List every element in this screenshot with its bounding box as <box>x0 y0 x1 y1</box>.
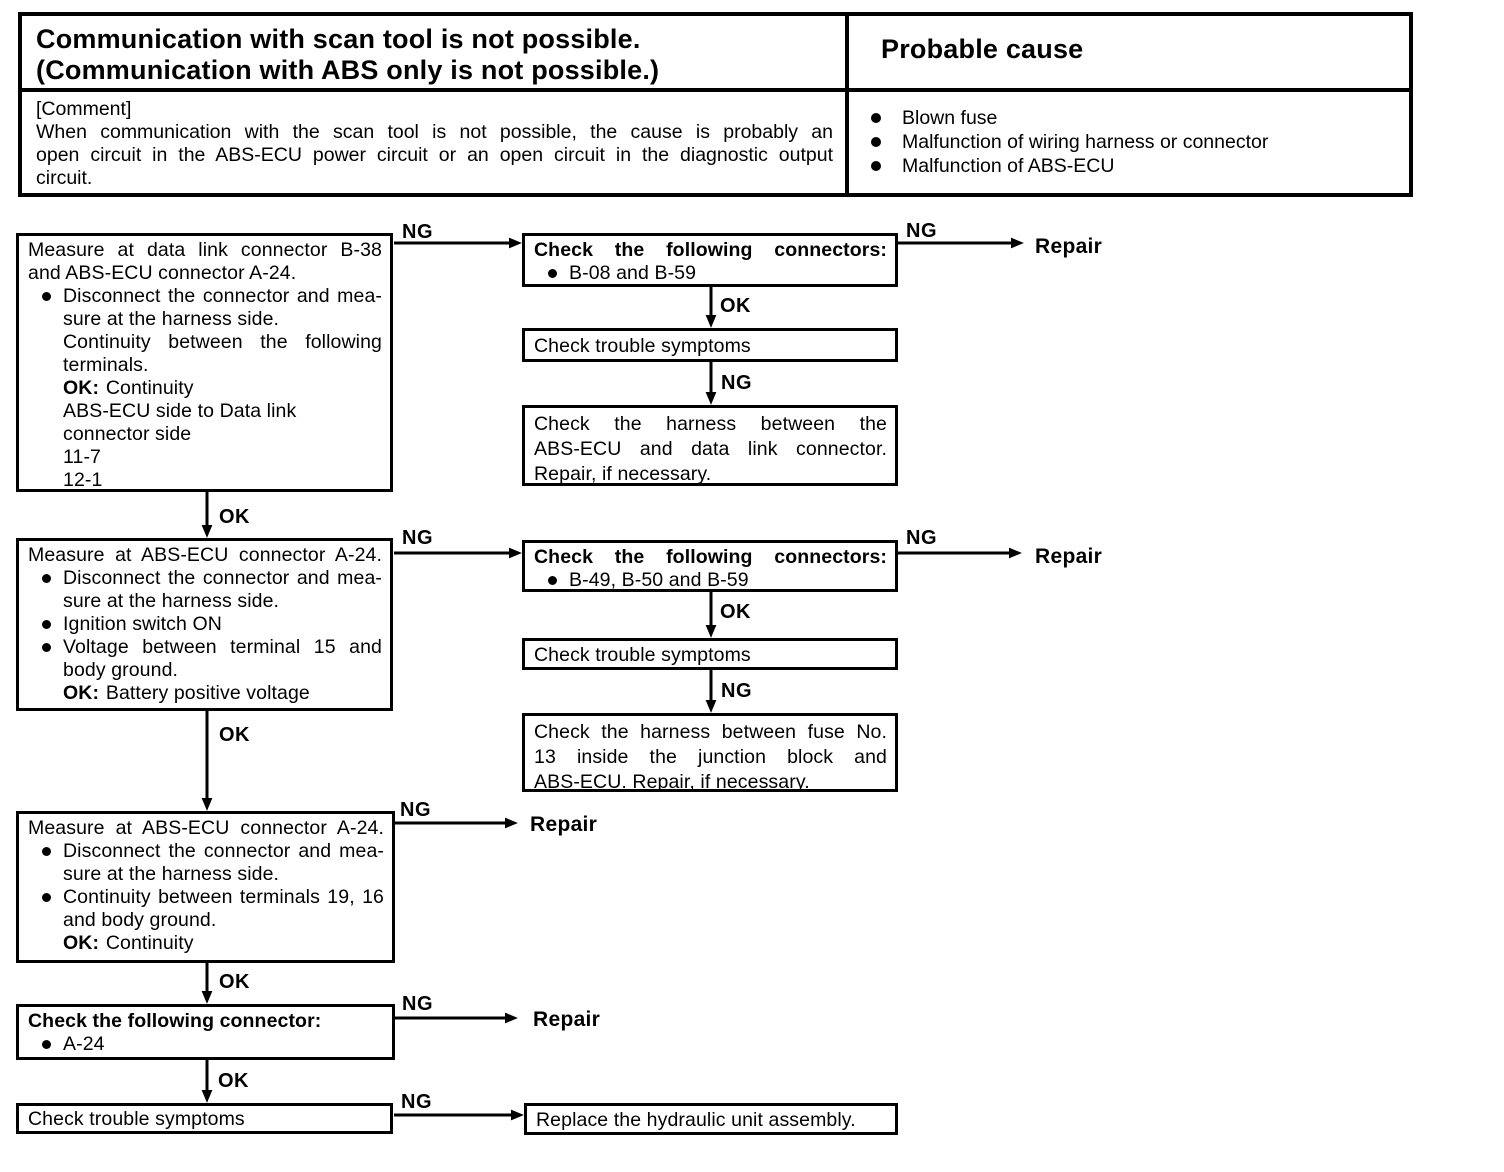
ng-label: NG <box>400 799 431 821</box>
bullet-icon <box>42 620 51 629</box>
repair-label: Repair <box>1035 235 1103 258</box>
probable-cause-header-cell: Probable cause <box>849 16 1409 88</box>
ok-condition: OK:Battery positive voltage <box>63 682 310 704</box>
comment-line: circuit. <box>36 167 93 189</box>
check-connector3-bullet: A-24 <box>63 1033 105 1055</box>
problem-header-table: Communication with scan tool is not poss… <box>18 12 1413 197</box>
bullet-icon <box>871 113 881 123</box>
check-trouble1-box: Check trouble symptoms <box>522 328 898 362</box>
check-trouble3-box: Check trouble symptoms <box>16 1103 393 1134</box>
check-connector3-title: Check the following connector: <box>28 1010 322 1032</box>
check-connector3-box: Check the following connector: A-24 <box>16 1004 395 1060</box>
probable-causes-cell: Blown fuse Malfunction of wiring harness… <box>849 92 1409 193</box>
step2-bullet: Voltage between terminal 15 and body gro… <box>63 636 382 704</box>
ng-label: NG <box>401 1091 432 1113</box>
step2-bullet: Disconnect the connector and mea- sure a… <box>63 567 382 612</box>
bullet-icon <box>42 1040 51 1049</box>
comment-line: open circuit in the ABS-ECU power circui… <box>36 144 833 166</box>
ok-label: OK <box>219 724 250 746</box>
ng-label: NG <box>402 221 433 243</box>
problem-title-line2: (Communication with ABS only is not poss… <box>36 55 660 85</box>
ng-label: NG <box>906 220 937 242</box>
comment-cell: [Comment] When communication with the sc… <box>22 92 845 193</box>
check-connectors1-box: Check the following connectors: B-08 and… <box>522 233 898 287</box>
table-vertical-divider <box>845 16 849 193</box>
bullet-icon <box>871 161 881 171</box>
probable-cause-item: Malfunction of wiring harness or connect… <box>849 130 1409 154</box>
probable-cause-title: Probable cause <box>881 34 1084 64</box>
step1-box: Measure at data link connector B-38 and … <box>16 233 393 492</box>
step3-bullet: Disconnect the connector and mea- sure a… <box>63 840 384 885</box>
ok-condition: OK:Continuity <box>63 377 194 399</box>
bullet-icon <box>871 137 881 147</box>
step2-bullet: Ignition switch ON <box>63 613 222 635</box>
bullet-icon <box>42 292 51 301</box>
comment-label: [Comment] <box>36 98 132 120</box>
table-horizontal-divider <box>22 88 1409 92</box>
check-connectors2-box: Check the following connectors: B-49, B-… <box>522 540 898 592</box>
step1-title: Measure at data link connector B-38 <box>28 239 382 261</box>
harness-datalink-box: Check the harness between the ABS-ECU an… <box>522 405 898 486</box>
ng-label: NG <box>721 372 752 394</box>
ng-label: NG <box>721 680 752 702</box>
check-connectors2-title: Check the following connectors: <box>534 546 887 568</box>
replace-unit-box: Replace the hydraulic unit assembly. <box>524 1103 898 1135</box>
comment-line: When communication with the scan tool is… <box>36 121 833 143</box>
bullet-icon <box>548 269 557 278</box>
ng-label: NG <box>906 527 937 549</box>
probable-cause-item: Blown fuse <box>849 106 1409 130</box>
check-connectors1-bullet: B-08 and B-59 <box>569 262 697 284</box>
check-connectors2-bullet: B-49, B-50 and B-59 <box>569 569 749 591</box>
repair-label: Repair <box>533 1008 601 1031</box>
step2-box: Measure at ABS-ECU connector A-24. Disco… <box>16 538 393 711</box>
ok-label: OK <box>219 506 250 528</box>
step1-title: and ABS-ECU connector A-24. <box>28 262 297 284</box>
check-trouble2-box: Check trouble symptoms <box>522 638 898 670</box>
step1-bullet: Disconnect the connector and mea- sure a… <box>63 285 382 491</box>
step3-title: Measure at ABS-ECU connector A-24. <box>28 817 384 839</box>
ok-label: OK <box>219 971 250 993</box>
ng-label: NG <box>402 993 433 1015</box>
ok-label: OK <box>720 601 751 623</box>
bullet-icon <box>42 847 51 856</box>
repair-label: Repair <box>530 813 598 836</box>
step3-bullet: Continuity between terminals 19, 16 and … <box>63 886 384 954</box>
bullet-icon <box>42 643 51 652</box>
ok-label: OK <box>720 295 751 317</box>
repair-label: Repair <box>1035 545 1103 568</box>
ng-label: NG <box>402 527 433 549</box>
probable-cause-item: Malfunction of ABS-ECU <box>849 154 1409 178</box>
problem-title-line1: Communication with scan tool is not poss… <box>36 24 641 54</box>
bullet-icon <box>42 893 51 902</box>
bullet-icon <box>42 574 51 583</box>
ok-condition: OK:Continuity <box>63 932 194 954</box>
check-connectors1-title: Check the following connectors: <box>534 239 887 261</box>
step3-box: Measure at ABS-ECU connector A-24. Disco… <box>16 811 395 963</box>
bullet-icon <box>548 576 557 585</box>
harness-fuse-box: Check the harness between fuse No. 13 in… <box>522 713 898 793</box>
problem-title-cell: Communication with scan tool is not poss… <box>22 16 845 88</box>
ok-label: OK <box>218 1070 249 1092</box>
step2-title: Measure at ABS-ECU connector A-24. <box>28 544 382 566</box>
